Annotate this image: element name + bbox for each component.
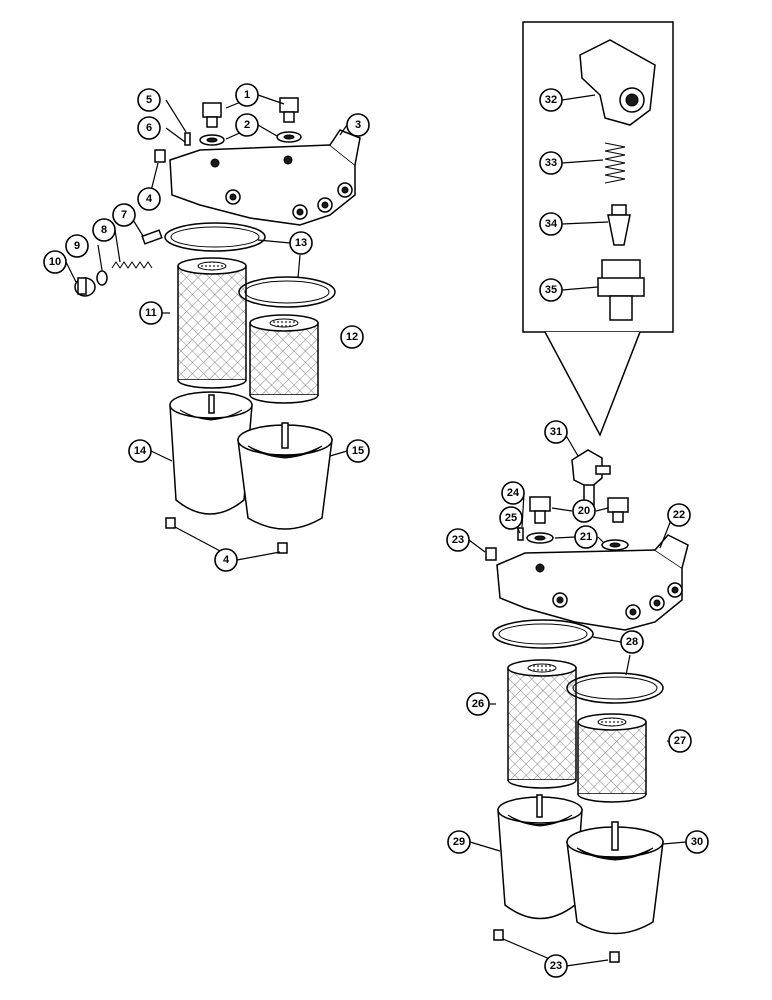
callout-10: 10 bbox=[43, 250, 67, 274]
callout-12: 12 bbox=[340, 325, 364, 349]
callout-35: 35 bbox=[539, 278, 563, 302]
filter-head-part bbox=[169, 129, 361, 226]
callout-15: 15 bbox=[346, 439, 370, 463]
svg-text:23: 23 bbox=[452, 534, 464, 546]
callout-7: 7 bbox=[112, 203, 136, 227]
callout-11: 11 bbox=[139, 301, 163, 325]
filter-bowl-part bbox=[237, 422, 333, 530]
svg-text:25: 25 bbox=[505, 512, 517, 524]
callout-4: 4 bbox=[214, 548, 238, 572]
filter-element-part bbox=[177, 257, 247, 389]
callout-8: 8 bbox=[92, 218, 116, 242]
callout-20: 20 bbox=[572, 499, 596, 523]
svg-text:4: 4 bbox=[146, 193, 153, 205]
callout-34: 34 bbox=[539, 212, 563, 236]
right-filter-assembly bbox=[485, 449, 689, 963]
washer-part bbox=[199, 131, 302, 146]
svg-text:26: 26 bbox=[472, 698, 484, 710]
svg-text:6: 6 bbox=[146, 122, 152, 134]
svg-text:28: 28 bbox=[626, 636, 638, 648]
svg-text:15: 15 bbox=[352, 445, 364, 457]
callout-23: 23 bbox=[446, 528, 470, 552]
callout-4: 4 bbox=[137, 187, 161, 211]
svg-text:20: 20 bbox=[578, 505, 590, 517]
svg-text:1: 1 bbox=[244, 89, 250, 101]
callout-26: 26 bbox=[466, 692, 490, 716]
svg-text:8: 8 bbox=[101, 224, 107, 236]
svg-text:12: 12 bbox=[346, 331, 358, 343]
svg-text:31: 31 bbox=[550, 426, 562, 438]
svg-text:22: 22 bbox=[673, 509, 685, 521]
bolt-part bbox=[202, 97, 299, 128]
svg-text:5: 5 bbox=[146, 94, 152, 106]
callout-13: 13 bbox=[289, 231, 313, 255]
callout-2: 2 bbox=[235, 113, 259, 137]
filter-element-part bbox=[249, 314, 319, 404]
callout-31: 31 bbox=[544, 420, 568, 444]
callout-23: 23 bbox=[544, 954, 568, 978]
svg-text:27: 27 bbox=[674, 735, 686, 747]
callout-5: 5 bbox=[137, 88, 161, 112]
svg-text:21: 21 bbox=[580, 531, 592, 543]
callout-6: 6 bbox=[137, 116, 161, 140]
callout-14: 14 bbox=[128, 439, 152, 463]
callout-32: 32 bbox=[539, 88, 563, 112]
callout-1: 1 bbox=[235, 83, 259, 107]
svg-text:35: 35 bbox=[545, 284, 557, 296]
svg-text:32: 32 bbox=[545, 94, 557, 106]
svg-text:23: 23 bbox=[550, 960, 562, 972]
svg-text:2: 2 bbox=[244, 119, 250, 131]
callout-28: 28 bbox=[620, 630, 644, 654]
svg-text:34: 34 bbox=[545, 218, 558, 230]
svg-text:33: 33 bbox=[545, 157, 557, 169]
svg-text:24: 24 bbox=[507, 487, 520, 499]
svg-text:3: 3 bbox=[355, 119, 361, 131]
left-filter-assembly bbox=[74, 97, 361, 554]
callout-22: 22 bbox=[667, 503, 691, 527]
callout-25: 25 bbox=[499, 506, 523, 530]
callout-21: 21 bbox=[574, 525, 598, 549]
filter-bowl-part bbox=[169, 391, 253, 515]
svg-text:10: 10 bbox=[49, 256, 61, 268]
callout-33: 33 bbox=[539, 151, 563, 175]
callout-24: 24 bbox=[501, 481, 525, 505]
callout-27: 27 bbox=[668, 729, 692, 753]
svg-text:14: 14 bbox=[134, 445, 147, 457]
svg-text:29: 29 bbox=[453, 836, 465, 848]
svg-text:4: 4 bbox=[223, 554, 230, 566]
callout-3: 3 bbox=[346, 113, 370, 137]
callout-30: 30 bbox=[685, 830, 709, 854]
svg-text:9: 9 bbox=[74, 240, 80, 252]
svg-text:11: 11 bbox=[145, 307, 157, 319]
callout-9: 9 bbox=[65, 234, 89, 258]
svg-text:7: 7 bbox=[121, 209, 127, 221]
svg-text:13: 13 bbox=[295, 237, 307, 249]
callout-29: 29 bbox=[447, 830, 471, 854]
svg-text:30: 30 bbox=[691, 836, 703, 848]
